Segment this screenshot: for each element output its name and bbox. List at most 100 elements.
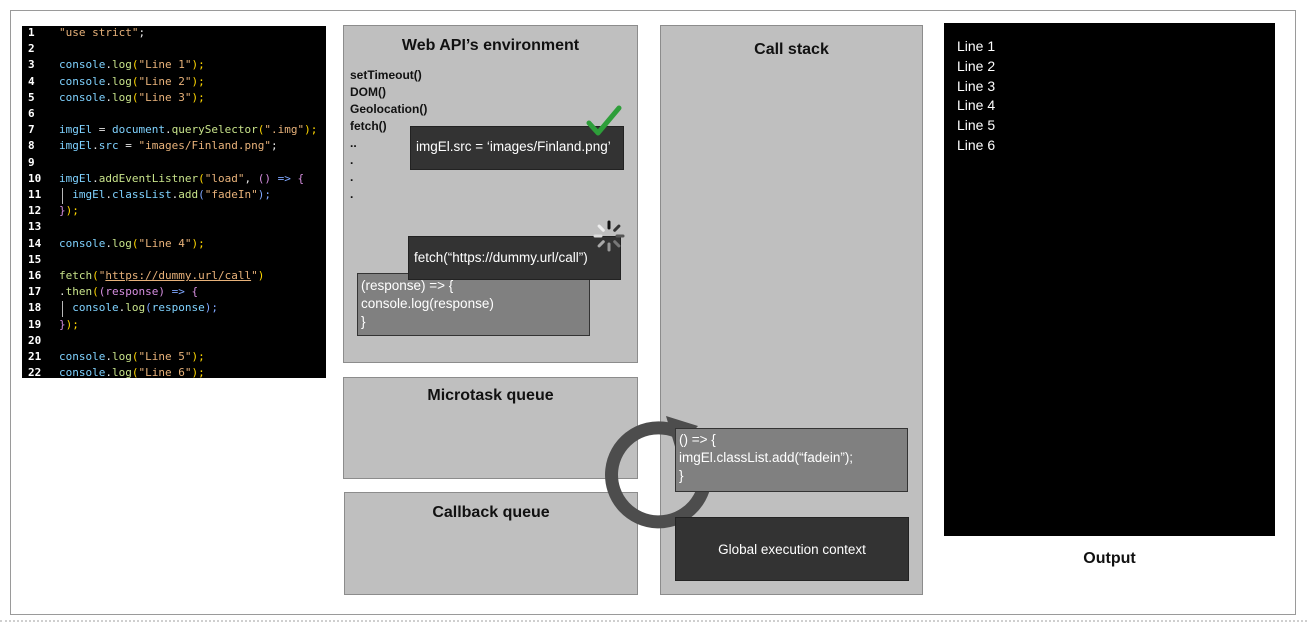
- line-number: 19: [28, 317, 42, 331]
- code-token: document: [112, 123, 165, 137]
- code-token: (: [131, 90, 139, 104]
- output-label: Output: [1083, 550, 1136, 567]
- code-token: (: [145, 301, 152, 315]
- code-token: "Line 1": [138, 58, 192, 72]
- img-src-task-label: imgEl.src = ‘images/Finland.png’: [416, 139, 611, 154]
- code-token: ,: [244, 171, 258, 185]
- code-text: console.log("Line 5");: [59, 349, 205, 365]
- response-line-3: }: [361, 314, 366, 329]
- web-api-list: setTimeout()DOM()Geolocation()fetch()...…: [350, 67, 427, 203]
- output-line: Line 6: [957, 136, 996, 153]
- code-token: =>: [164, 285, 192, 299]
- code-token: addEventListner: [98, 171, 199, 185]
- code-token: ": [98, 269, 106, 282]
- web-api-item: .: [350, 153, 354, 167]
- code-token: (: [198, 171, 205, 185]
- code-token: (): [257, 171, 271, 185]
- code-line: 1"use strict";: [22, 26, 326, 41]
- line-number: 20: [28, 333, 42, 347]
- code-line: 6: [22, 106, 326, 122]
- code-token: .: [105, 58, 112, 72]
- code-token: .: [92, 171, 99, 185]
- code-line: 3 console.log("Line 1");: [22, 57, 326, 73]
- code-token: );: [65, 204, 79, 218]
- code-token: (: [92, 285, 99, 299]
- line-number: 9: [28, 155, 35, 169]
- web-api-item: .: [350, 170, 354, 184]
- code-text: imgEl.addEventListner("load", () => {: [59, 171, 304, 187]
- code-line: 12});: [22, 203, 326, 219]
- line-number: 13: [28, 220, 42, 234]
- code-token: .: [105, 74, 112, 88]
- code-token: ;: [270, 139, 278, 153]
- code-text: fetch("https://dummy.url/call"): [59, 268, 264, 284]
- code-token: ): [257, 269, 265, 282]
- line-number: 2: [28, 42, 35, 56]
- code-token: "Line 4": [138, 236, 192, 250]
- code-token: log: [111, 90, 132, 104]
- code-line: 18 console.log(response);: [22, 300, 326, 316]
- code-text: });: [59, 203, 79, 219]
- code-token: );: [191, 90, 205, 104]
- microtask-queue-panel: Microtask queue: [343, 377, 638, 479]
- web-api-item: ..: [350, 136, 357, 150]
- code-token: console: [59, 74, 106, 88]
- code-token: src: [98, 139, 119, 153]
- code-token: "Line 3": [138, 90, 192, 104]
- code-token: (: [131, 366, 139, 378]
- code-token: .: [105, 236, 112, 250]
- line-number: 6: [28, 107, 35, 120]
- code-token: console: [59, 350, 106, 363]
- code-text: console.log("Line 1");: [59, 57, 205, 73]
- code-text: imgEl.src = "images/Finland.png";: [59, 138, 278, 154]
- code-token: );: [257, 188, 271, 201]
- line-number: 3: [28, 58, 35, 72]
- code-token: log: [111, 366, 132, 378]
- web-api-item: Geolocation(): [350, 102, 428, 116]
- code-token: .: [105, 90, 112, 104]
- code-token: (: [131, 58, 139, 72]
- code-text: console.log("Line 2");: [59, 74, 205, 90]
- code-token: add: [178, 188, 199, 201]
- line-number: 18: [28, 301, 42, 315]
- output-line: Line 2: [957, 57, 996, 74]
- code-token: "Line 2": [138, 74, 192, 88]
- code-token: );: [304, 123, 318, 137]
- web-api-item: .: [350, 187, 354, 201]
- fadein-line-1: () => {: [679, 432, 716, 447]
- line-number: 16: [28, 269, 42, 282]
- code-token: .: [171, 188, 179, 201]
- web-api-item: setTimeout(): [350, 68, 422, 82]
- line-number: 7: [28, 123, 35, 137]
- code-token: );: [191, 74, 205, 88]
- callback-queue-panel: Callback queue: [344, 492, 638, 595]
- code-token: https://dummy.url/call: [105, 269, 252, 282]
- line-number: 12: [28, 204, 42, 218]
- code-token: log: [111, 350, 132, 363]
- code-text: });: [59, 317, 79, 333]
- code-line: 20: [22, 333, 326, 349]
- code-text: console.log("Line 6");: [59, 365, 205, 378]
- code-token: );: [191, 58, 205, 72]
- line-number: 10: [28, 171, 42, 185]
- code-token: .: [118, 301, 126, 315]
- code-token: );: [65, 317, 79, 331]
- response-line-2: console.log(response): [361, 296, 494, 311]
- code-token: (: [131, 236, 139, 250]
- fetch-task: fetch(“https://dummy.url/call”): [408, 236, 621, 280]
- code-text: "use strict";: [59, 26, 145, 41]
- code-token: fetch: [59, 269, 93, 282]
- code-text: console.log(response);: [59, 300, 218, 316]
- code-token: imgEl: [59, 139, 93, 153]
- call-stack-title: Call stack: [754, 41, 829, 58]
- web-api-title: Web API’s environment: [401, 37, 580, 54]
- web-api-item: fetch(): [350, 119, 387, 133]
- code-token: );: [191, 236, 205, 250]
- code-line: 13: [22, 219, 326, 235]
- loading-spinner-icon: [593, 220, 625, 252]
- code-token: "use strict": [59, 26, 139, 39]
- code-token: "fadeIn": [204, 188, 258, 201]
